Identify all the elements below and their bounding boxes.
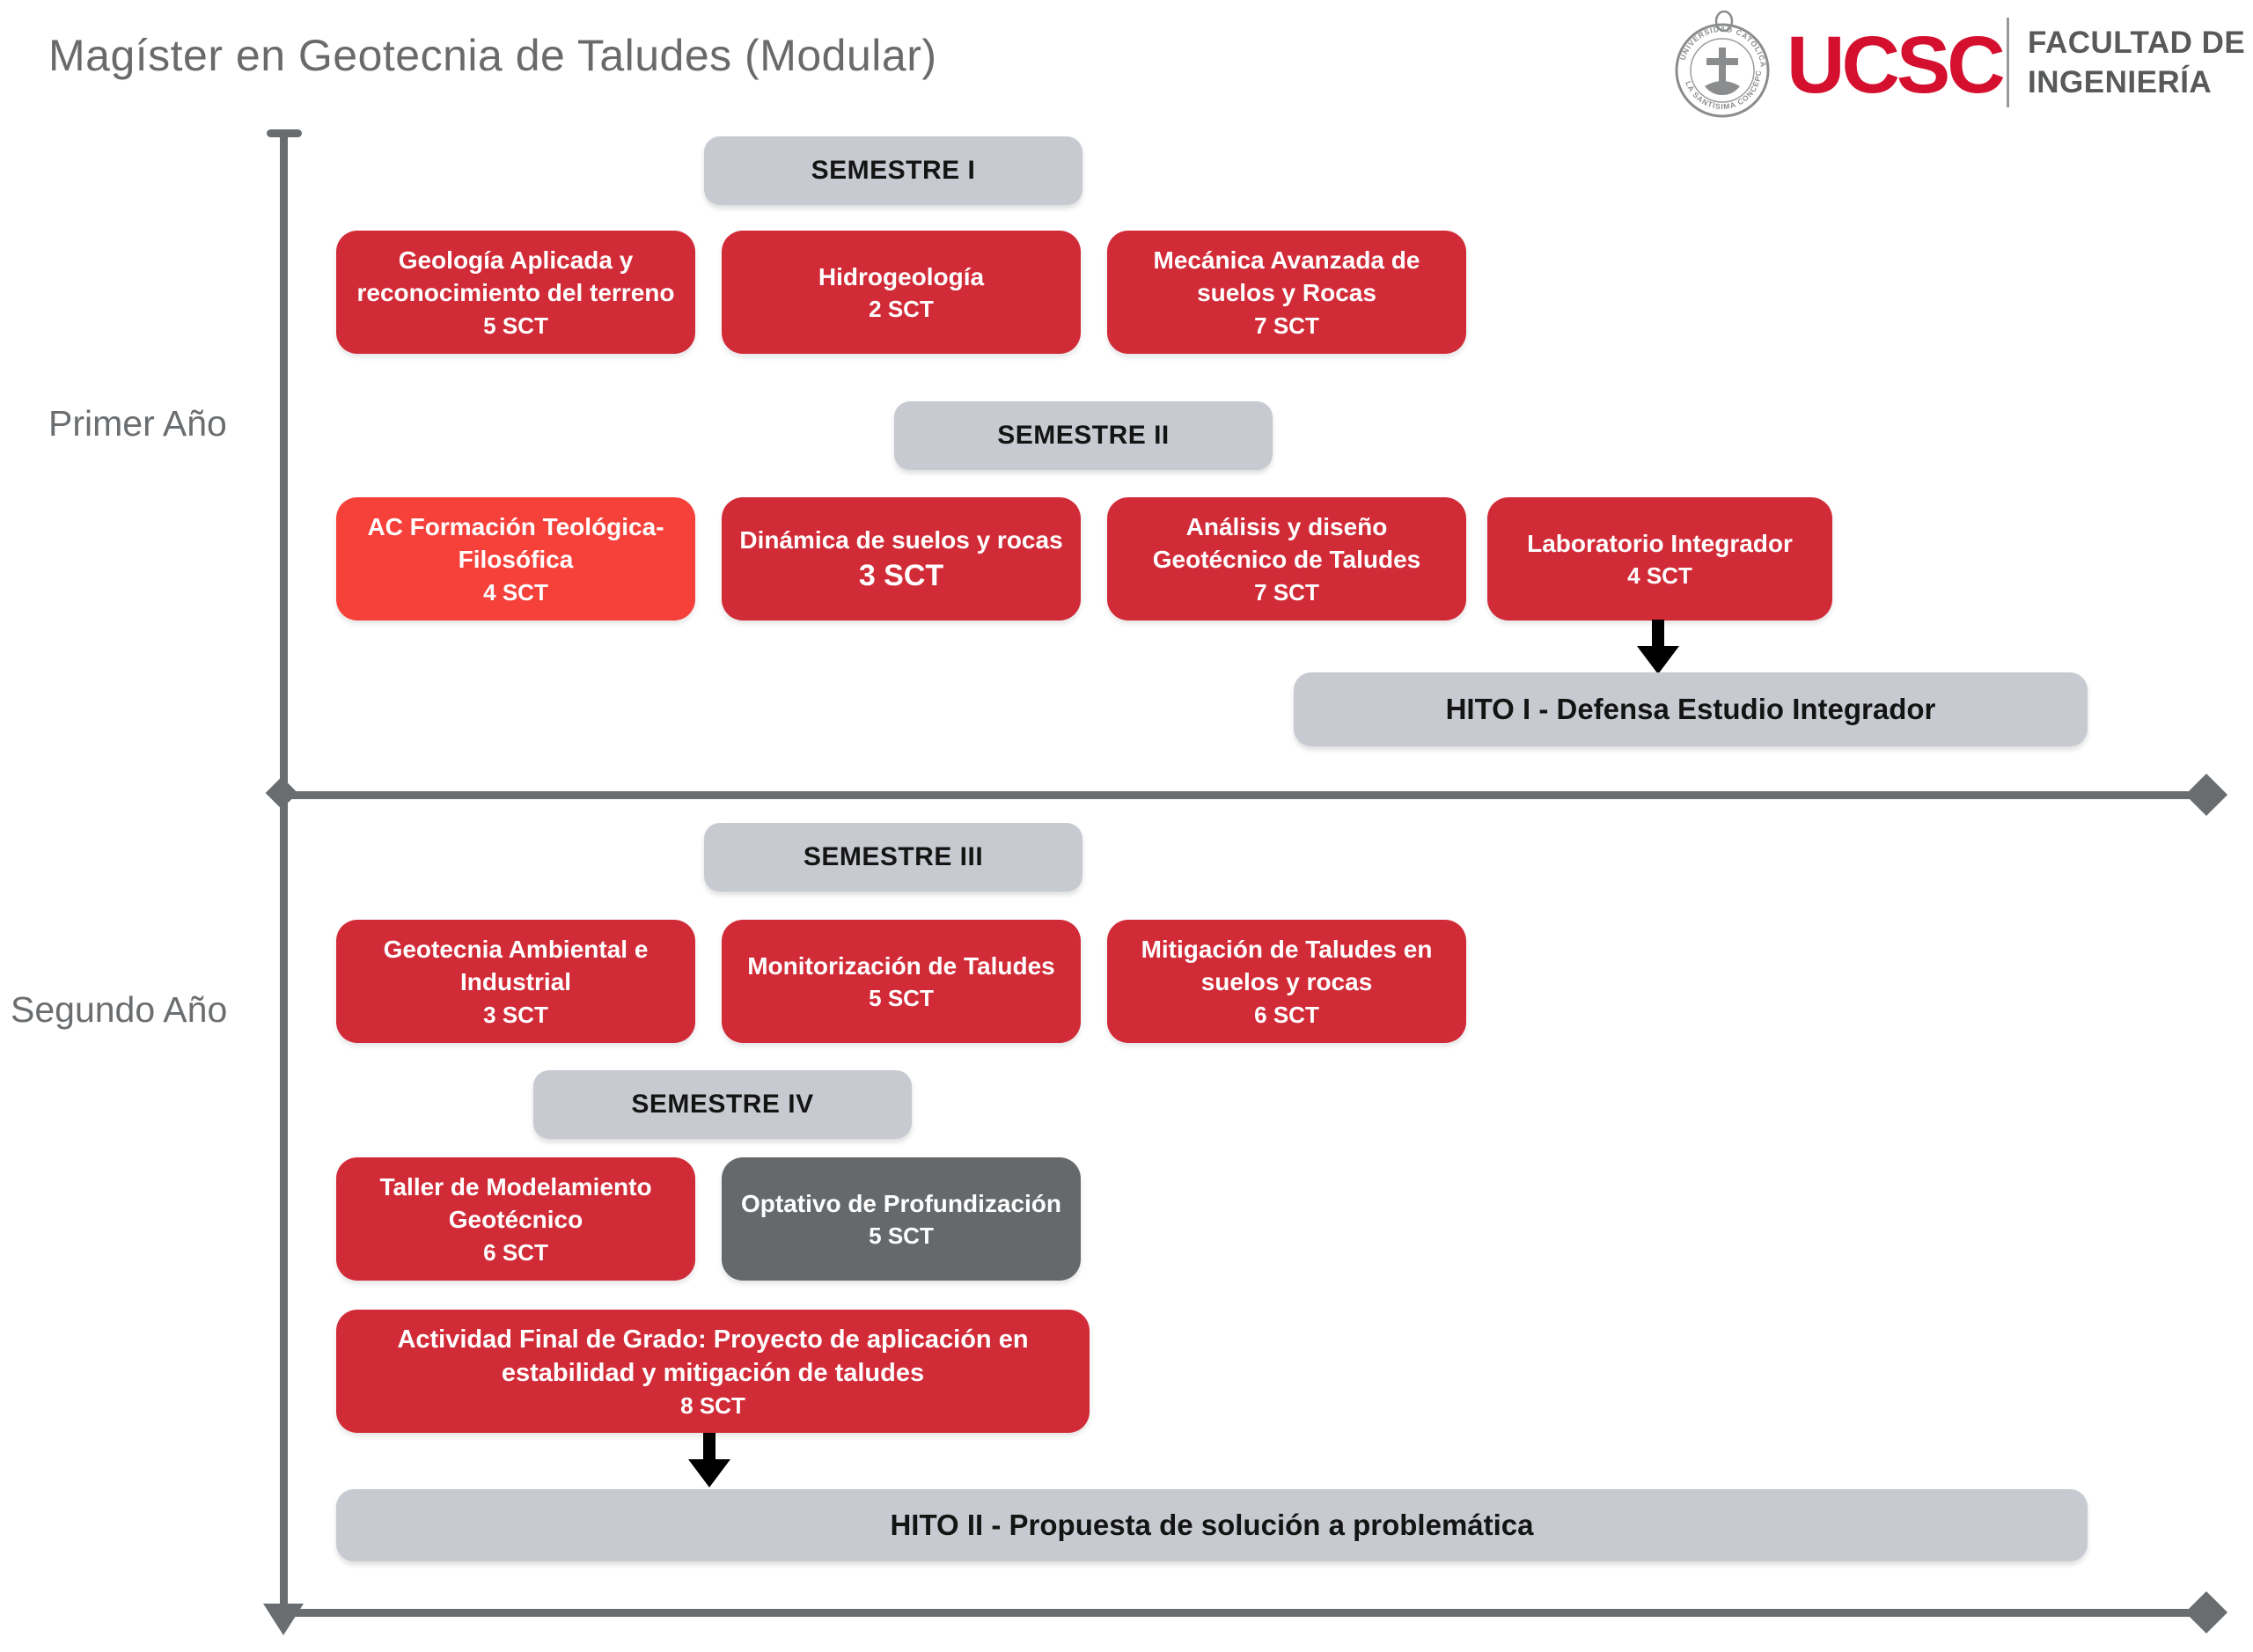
year-label-first: Primer Año xyxy=(48,403,227,444)
course-geotecnia-ambiental: Geotecnia Ambiental e Industrial 3 SCT xyxy=(336,920,695,1043)
course-credits: 7 SCT xyxy=(1254,578,1319,606)
faculty-line1: FACULTAD DE xyxy=(2028,26,2246,60)
course-credits: 5 SCT xyxy=(483,312,548,339)
timeline-vertical-axis xyxy=(280,132,288,1621)
course-ac-formacion-teologica: AC Formación Teológica-Filosófica 4 SCT xyxy=(336,497,695,620)
course-name: Hidrogeología xyxy=(818,262,985,290)
arrow-to-hito1 xyxy=(1652,620,1664,648)
ucsc-seal-icon: UNIVERSIDAD CATÓLICA DE LA SANTÍSIMA CON… xyxy=(1669,11,1770,118)
course-credits: 4 SCT xyxy=(1627,562,1692,590)
course-name: AC Formación Teológica-Filosófica xyxy=(367,513,664,573)
course-name: Monitorización de Taludes xyxy=(747,951,1055,980)
semester-3-header: SEMESTRE III xyxy=(704,823,1082,892)
course-credits: 2 SCT xyxy=(869,296,934,323)
course-optativo-profundizacion: Optativo de Profundización 5 SCT xyxy=(722,1157,1081,1281)
semester-2-header: SEMESTRE II xyxy=(894,401,1273,470)
course-taller-modelamiento: Taller de Modelamiento Geotécnico 6 SCT xyxy=(336,1157,695,1281)
milestone-hito-1: HITO I - Defensa Estudio Integrador xyxy=(1294,672,2088,746)
course-credits: 3 SCT xyxy=(858,559,944,593)
faculty-name: FACULTAD DE INGENIERÍA xyxy=(2028,23,2245,102)
course-credits: 7 SCT xyxy=(1254,312,1319,339)
year-divider-line xyxy=(283,791,2200,799)
course-name: Geotecnia Ambiental e Industrial xyxy=(383,936,649,995)
course-credits: 5 SCT xyxy=(869,1222,934,1250)
course-actividad-final-grado: Actividad Final de Grado: Proyecto de ap… xyxy=(336,1310,1090,1433)
course-analisis-diseno-geotecnico: Análisis y diseño Geotécnico de Taludes … xyxy=(1107,497,1466,620)
course-laboratorio-integrador: Laboratorio Integrador 4 SCT xyxy=(1487,497,1832,620)
course-name: Análisis y diseño Geotécnico de Taludes xyxy=(1152,513,1421,573)
milestone-hito-2: HITO II - Propuesta de solución a proble… xyxy=(336,1489,2088,1561)
timeline-bottom-line xyxy=(283,1609,2200,1617)
timeline-axis-top-cap xyxy=(267,129,302,137)
faculty-line2: INGENIERÍA xyxy=(2028,65,2213,99)
logo-divider xyxy=(2007,18,2009,107)
bottom-right-diamond xyxy=(2184,1590,2228,1634)
course-credits: 6 SCT xyxy=(483,1238,548,1266)
course-name: Mitigación de Taludes en suelos y rocas xyxy=(1141,936,1433,995)
year-label-second: Segundo Año xyxy=(11,989,228,1030)
semester-1-header: SEMESTRE I xyxy=(704,136,1082,205)
course-credits: 3 SCT xyxy=(483,1001,548,1028)
axis-down-arrowhead-icon xyxy=(263,1604,304,1635)
course-credits: 5 SCT xyxy=(869,985,934,1012)
course-dinamica-suelos: Dinámica de suelos y rocas 3 SCT xyxy=(722,497,1081,620)
course-name: Laboratorio Integrador xyxy=(1527,529,1793,557)
course-mitigacion-taludes: Mitigación de Taludes en suelos y rocas … xyxy=(1107,920,1466,1043)
semester-4-header: SEMESTRE IV xyxy=(533,1070,912,1139)
course-geologia-aplicada: Geología Aplicada y reconocimiento del t… xyxy=(336,231,695,354)
arrow-to-hito2 xyxy=(703,1433,716,1461)
course-mecanica-avanzada: Mecánica Avanzada de suelos y Rocas 7 SC… xyxy=(1107,231,1466,354)
course-credits: 4 SCT xyxy=(483,578,548,606)
course-credits: 8 SCT xyxy=(680,1392,745,1420)
course-name: Dinámica de suelos y rocas xyxy=(739,525,1063,554)
page-title: Magíster en Geotecnia de Taludes (Modula… xyxy=(48,31,937,80)
course-monitorizacion-taludes: Monitorización de Taludes 5 SCT xyxy=(722,920,1081,1043)
arrow-to-hito1-head-icon xyxy=(1637,646,1679,674)
divider-left-diamond xyxy=(265,776,298,810)
ucsc-logo: UCSC xyxy=(1787,20,2006,110)
course-name: Actividad Final de Grado: Proyecto de ap… xyxy=(397,1325,1029,1387)
course-name: Optativo de Profundización xyxy=(740,1189,1061,1217)
course-name: Geología Aplicada y reconocimiento del t… xyxy=(356,246,675,306)
course-name: Mecánica Avanzada de suelos y Rocas xyxy=(1153,246,1420,306)
divider-right-diamond xyxy=(2184,773,2228,817)
arrow-to-hito2-head-icon xyxy=(688,1459,730,1487)
course-credits: 6 SCT xyxy=(1254,1001,1319,1028)
course-name: Taller de Modelamiento Geotécnico xyxy=(379,1173,652,1233)
course-hidrogeologia: Hidrogeología 2 SCT xyxy=(722,231,1081,354)
